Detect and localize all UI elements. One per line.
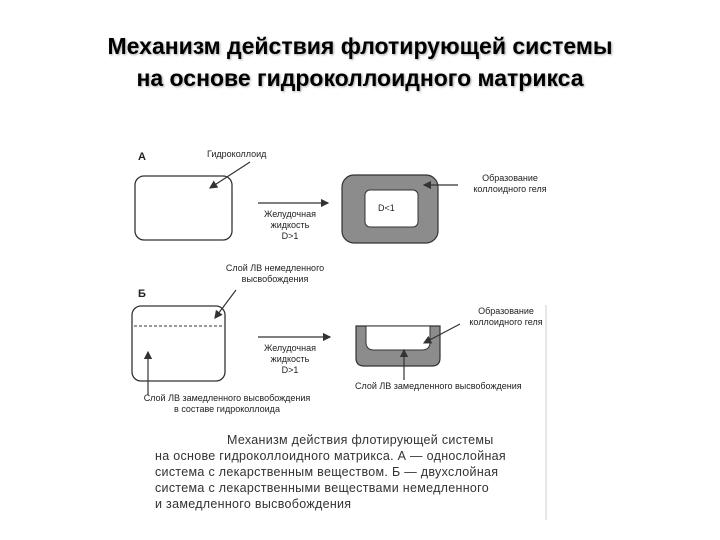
gel-formation-b-line1: Образование <box>478 306 534 316</box>
gel-formation-a-line2: коллоидного геля <box>473 184 547 194</box>
caption-line4: система с лекарственными веществами неме… <box>155 481 490 495</box>
density-inside-label: D<1 <box>378 203 395 213</box>
panel-b-letter: Б <box>138 288 146 300</box>
arrow-hydrocolloid <box>208 161 251 189</box>
slide-title-line1: Механизм действия флотирующей системы <box>107 33 613 59</box>
gel-formation-label-a: Образование коллоидного геля <box>460 173 560 195</box>
hydrocolloid-label: Гидроколлоид <box>207 149 267 159</box>
delayed-layer-left-line2: в составе гидроколлоида <box>174 404 280 414</box>
gastric-fluid-a-line1: Желудочная <box>264 209 316 219</box>
figure-caption: Механизм действия флотирующей системы на… <box>155 432 575 512</box>
caption-line1: Механизм действия флотирующей системы <box>227 433 494 447</box>
delayed-layer-label-right: Слой ЛВ замедленного высвобождения <box>355 381 522 391</box>
immediate-layer-line1: Слой ЛВ немедленного <box>225 263 325 273</box>
tablet-a-initial <box>134 175 233 241</box>
caption-line2: на основе гидроколлоидного матрикса. А —… <box>155 449 506 463</box>
gel-formation-b-line2: коллоидного геля <box>469 317 543 327</box>
arrow-gel-b <box>422 323 461 344</box>
arrow-immediate-layer <box>214 289 237 319</box>
gastric-fluid-a-density: D>1 <box>281 231 299 241</box>
gastric-fluid-a-line2: жидкость <box>270 220 310 230</box>
gastric-fluid-label-b: Желудочная жидкость D>1 <box>250 343 330 376</box>
delayed-layer-left-line1: Слой ЛВ замедленного высвобождения <box>143 393 311 403</box>
delayed-layer-label-left: Слой ЛВ замедленного высвобождения в сос… <box>122 393 332 415</box>
immediate-layer-label: Слой ЛВ немедленного высвобождения <box>210 263 340 285</box>
immediate-layer-line2: высвобождения <box>241 274 309 284</box>
gastric-fluid-b-density: D>1 <box>281 365 299 375</box>
tablet-b-initial <box>131 305 226 382</box>
gastric-fluid-b-line2: жидкость <box>270 354 310 364</box>
caption-line5: и замедленного высвобождения <box>155 497 352 511</box>
gel-formation-label-b: Образование коллоидного геля <box>456 306 556 328</box>
tablet-a-core <box>364 189 419 228</box>
gastric-fluid-b-line1: Желудочная <box>264 343 316 353</box>
panel-a-letter: А <box>138 151 146 163</box>
tablet-b-core <box>365 325 431 351</box>
slide-title-line2: на основе гидроколлоидного матрикса <box>136 65 584 91</box>
caption-line3: система с лекарственным веществом. Б — д… <box>155 465 499 479</box>
gel-formation-a-line1: Образование <box>482 173 538 183</box>
gastric-fluid-label-a: Желудочная жидкость D>1 <box>250 209 330 242</box>
slide-title: Механизм действия флотирующей системы на… <box>0 30 720 94</box>
